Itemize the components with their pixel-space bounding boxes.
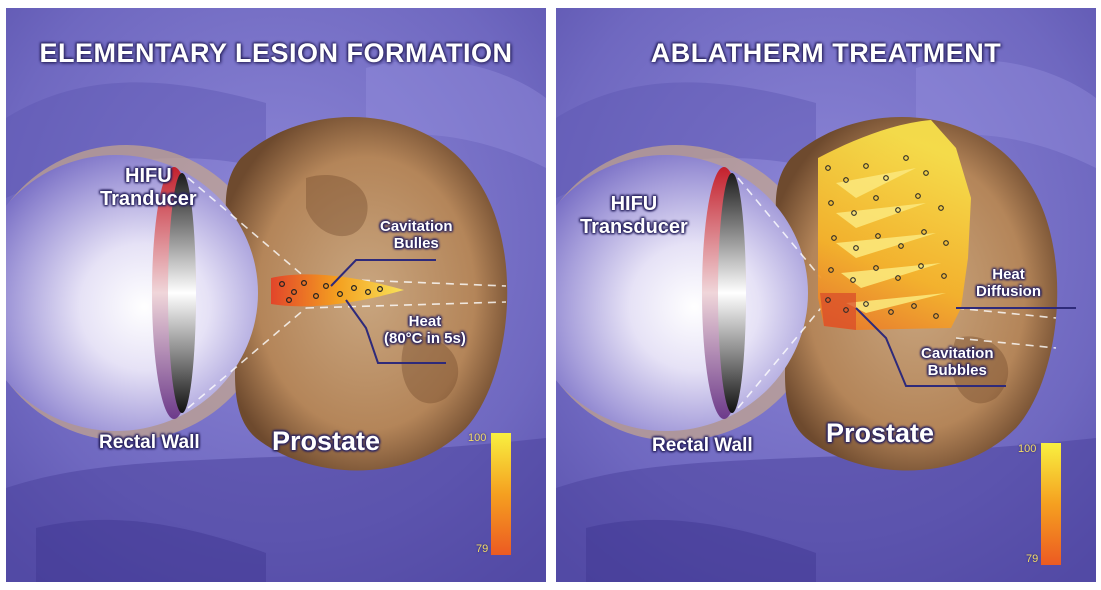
prostate-label: Prostate bbox=[826, 418, 934, 449]
heat-label: Heat (80°C in 5s) bbox=[384, 313, 466, 348]
heat-diffusion-label: Heat Diffusion bbox=[976, 266, 1041, 301]
transducer-label: HIFU Tranducer bbox=[100, 165, 197, 211]
cavitation-label: Cavitation Bulles bbox=[380, 218, 453, 253]
transducer-label: HIFU Transducer bbox=[580, 193, 688, 239]
panel-elementary-lesion: ELEMENTARY LESION FORMATION HIFU Tranduc… bbox=[6, 8, 546, 582]
scale-min-label: 79 bbox=[1026, 553, 1038, 565]
temperature-scale bbox=[491, 433, 511, 555]
rectal-wall-label: Rectal Wall bbox=[99, 432, 200, 454]
scale-max-label: 100 bbox=[1018, 443, 1036, 455]
scale-min-label: 79 bbox=[476, 543, 488, 555]
panel-ablatherm-treatment: ABLATHERM TREATMENT HIFU Transducer Heat… bbox=[556, 8, 1096, 582]
panel-title: ELEMENTARY LESION FORMATION bbox=[6, 38, 546, 69]
lesion-diagram-left bbox=[6, 8, 546, 582]
rectal-wall-label: Rectal Wall bbox=[652, 435, 753, 457]
temperature-scale bbox=[1041, 443, 1061, 565]
scale-max-label: 100 bbox=[468, 432, 486, 444]
prostate-label: Prostate bbox=[272, 426, 380, 457]
cavitation-label: Cavitation Bubbles bbox=[921, 345, 994, 380]
panel-title: ABLATHERM TREATMENT bbox=[556, 38, 1096, 69]
